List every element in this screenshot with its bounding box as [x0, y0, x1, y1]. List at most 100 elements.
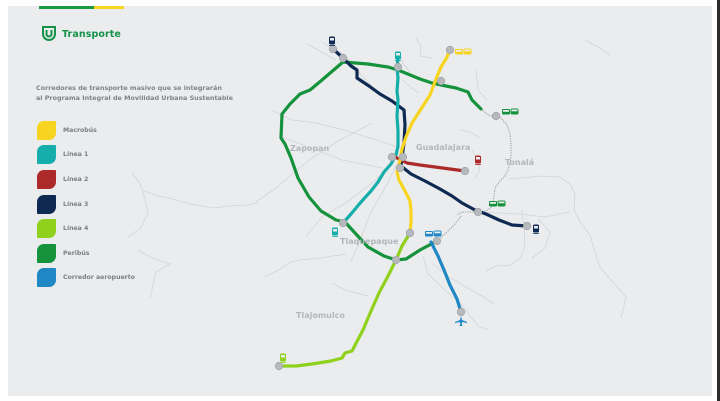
- station-node: [445, 45, 455, 55]
- legend-item-macrobus: Macrobús: [37, 118, 135, 143]
- slide-canvas: Transporte Corredores de transporte masi…: [8, 6, 712, 396]
- train-icon-linea3-east: [533, 224, 539, 234]
- boundary-line: [584, 39, 611, 56]
- boundary-line: [485, 209, 526, 272]
- boundary-line: [471, 149, 481, 179]
- brand-name: Transporte: [62, 28, 121, 40]
- bus-icon-peribus-east: [502, 108, 519, 115]
- station-node: [522, 221, 532, 231]
- station-node: [338, 218, 348, 228]
- train-icon-linea1-south: [332, 227, 338, 237]
- station-node: [456, 307, 466, 317]
- station-node: [387, 152, 397, 162]
- station-node: [436, 76, 446, 86]
- boundary-line: [477, 211, 571, 218]
- legend-label: Línea 1: [63, 151, 89, 159]
- route-legend: Macrobús Línea 1 Línea 2 Línea 3 Línea 4…: [37, 118, 135, 290]
- legend-item-linea-1: Línea 1: [37, 143, 135, 168]
- dotted-connector: [436, 214, 463, 242]
- boundary-line: [475, 69, 488, 101]
- station-node: [274, 361, 284, 371]
- station-node: [328, 44, 338, 54]
- legend-swatch-corredor-aeropuerto: [37, 268, 56, 288]
- boundary-line: [399, 54, 411, 73]
- station-node: [338, 53, 348, 63]
- route-macrobus: [395, 48, 452, 235]
- boundary-line: [401, 79, 420, 94]
- legend-label: Línea 3: [63, 200, 89, 208]
- brand-color-bar: [39, 6, 124, 9]
- place-label-tlaquepaque: Tlaquepaque: [340, 237, 399, 246]
- legend-swatch-linea-2: [37, 169, 56, 189]
- route-linea-4: [277, 231, 412, 368]
- legend-label: Peribús: [63, 249, 90, 257]
- boundary-line: [270, 109, 404, 150]
- transporte-logo-icon: [42, 26, 56, 41]
- subtitle-line-1: Corredores de transporte masivo que se i…: [36, 84, 222, 92]
- boundary-line: [415, 37, 433, 59]
- legend-label: Línea 4: [63, 225, 89, 233]
- place-label-tonalá: Tonalá: [505, 158, 534, 167]
- place-label-guadalajara: Guadalajara: [416, 143, 470, 152]
- station-node: [405, 228, 415, 238]
- station-node: [473, 207, 483, 217]
- station-node: [393, 62, 403, 72]
- legend-item-corredor-aeropuerto: Corredor aeropuerto: [37, 266, 135, 291]
- boundary-line: [279, 135, 384, 169]
- station-node: [432, 236, 442, 246]
- route-corredor-aeropuerto: [429, 240, 463, 314]
- window-edge: [717, 0, 720, 401]
- subtitle-line-2: al Programa Integral de Movilidad Urbana…: [36, 93, 233, 102]
- legend-swatch-peribus: [37, 243, 56, 263]
- route-linea-1: [341, 51, 400, 225]
- station-node: [391, 255, 401, 265]
- route-peribus: [279, 60, 483, 262]
- train-icon-linea3-north: [329, 36, 335, 46]
- boundary-line: [306, 43, 337, 61]
- boundary-line: [141, 189, 259, 209]
- station-node: [395, 163, 405, 173]
- place-label-zapopan: Zapopan: [290, 144, 330, 153]
- plane-icon-airport: [455, 316, 467, 326]
- station-node: [398, 152, 408, 162]
- legend-label: Macrobús: [63, 126, 97, 134]
- municipal-boundaries: [127, 37, 627, 331]
- train-icon-linea4-south: [280, 353, 286, 363]
- station-markers: [274, 44, 532, 371]
- legend-swatch-linea-4: [37, 219, 56, 239]
- boundary-line: [508, 175, 627, 319]
- legend-swatch-linea-3: [37, 194, 56, 214]
- legend-item-peribus: Peribús: [37, 241, 135, 266]
- map-subtitle: Corredores de transporte masivo que se i…: [36, 84, 276, 103]
- legend-item-linea-2: Línea 2: [37, 167, 135, 192]
- brand-bar-yellow: [94, 6, 124, 9]
- boundary-line: [264, 253, 347, 278]
- station-node: [460, 166, 470, 176]
- place-labels: Zapopan GuadalajaraTonaláTlaquepaqueTlajo…: [290, 143, 534, 320]
- boundary-line: [459, 129, 481, 139]
- boundary-line: [422, 255, 490, 331]
- boundary-line: [432, 263, 495, 305]
- route-linea-2: [393, 155, 467, 173]
- station-node: [491, 111, 501, 121]
- brand-logo: Transporte: [41, 25, 121, 43]
- terminal-icons: [280, 36, 539, 363]
- train-icon-linea1-north: [395, 51, 401, 61]
- boundary-line: [305, 169, 387, 237]
- boundary-line: [127, 172, 149, 238]
- boundary-line: [255, 122, 373, 203]
- legend-swatch-macrobus: [37, 120, 56, 140]
- train-icon-linea2-east: [475, 155, 481, 165]
- legend-item-linea-4: Línea 4: [37, 216, 135, 241]
- legend-label: Corredor aeropuerto: [63, 274, 135, 282]
- bus-icon-macrobus-north: [455, 48, 472, 55]
- legend-label: Línea 2: [63, 175, 89, 183]
- boundary-line: [331, 282, 369, 297]
- dotted-connector: [456, 108, 512, 216]
- place-label-tlajomulco: Tlajomulco: [296, 311, 345, 320]
- bus-icon-peribus-southeast: [489, 200, 506, 207]
- transit-map: Zapopan GuadalajaraTonaláTlaquepaqueTlajo…: [127, 36, 627, 371]
- boundary-line: [137, 249, 171, 299]
- legend-swatch-linea-1: [37, 145, 56, 165]
- brand-bar-green: [39, 6, 94, 9]
